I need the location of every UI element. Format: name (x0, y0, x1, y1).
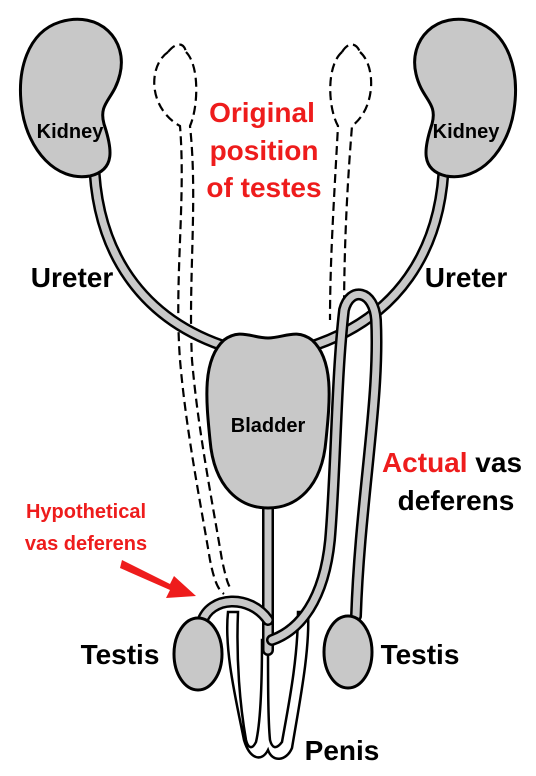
original-position-left-loop (167, 43, 188, 53)
vas-deferens-left-fill (198, 598, 272, 626)
actual-vas-deferens-right-fill (268, 290, 380, 644)
ureter-left-label: Ureter (31, 262, 114, 293)
bladder-label: Bladder (231, 415, 306, 437)
testis-right-label: Testis (381, 639, 460, 670)
penis-label: Penis (305, 735, 380, 766)
penis (225, 610, 310, 760)
kidney-right-label: Kidney (433, 121, 501, 143)
hypothetical-vas-deferens-right-dashed (328, 51, 343, 321)
actual-word: Actual (382, 447, 468, 478)
kidney-left-label: Kidney (37, 121, 105, 143)
ureter-right-label: Ureter (425, 262, 508, 293)
original-position-line-2: position (210, 135, 319, 166)
deferens-label: deferens (398, 485, 515, 516)
original-position-line-1: Original (209, 97, 315, 128)
original-position-right-loop (341, 43, 362, 53)
testis-left (172, 616, 224, 692)
kidney-left (19, 17, 123, 179)
hypothetical-line-2: vas deferens (25, 533, 147, 555)
actual-vas-label: Actual vas (382, 447, 522, 478)
testis-right (322, 614, 374, 690)
hypothetical-vas-deferens-left-dashed (153, 51, 225, 595)
hypothetical-vas-deferens-right-dashed-inner (342, 51, 373, 321)
bladder (205, 332, 331, 510)
kidney-right (413, 17, 517, 179)
hypothetical-vas-deferens-left-dashed-inner (185, 51, 233, 591)
testis-left-label: Testis (81, 639, 160, 670)
arrow-icon (120, 560, 196, 598)
vas-word: vas (468, 447, 523, 478)
original-position-line-3: of testes (206, 172, 321, 203)
hypothetical-line-1: Hypothetical (26, 501, 146, 523)
ureter-left-fill (90, 156, 234, 352)
